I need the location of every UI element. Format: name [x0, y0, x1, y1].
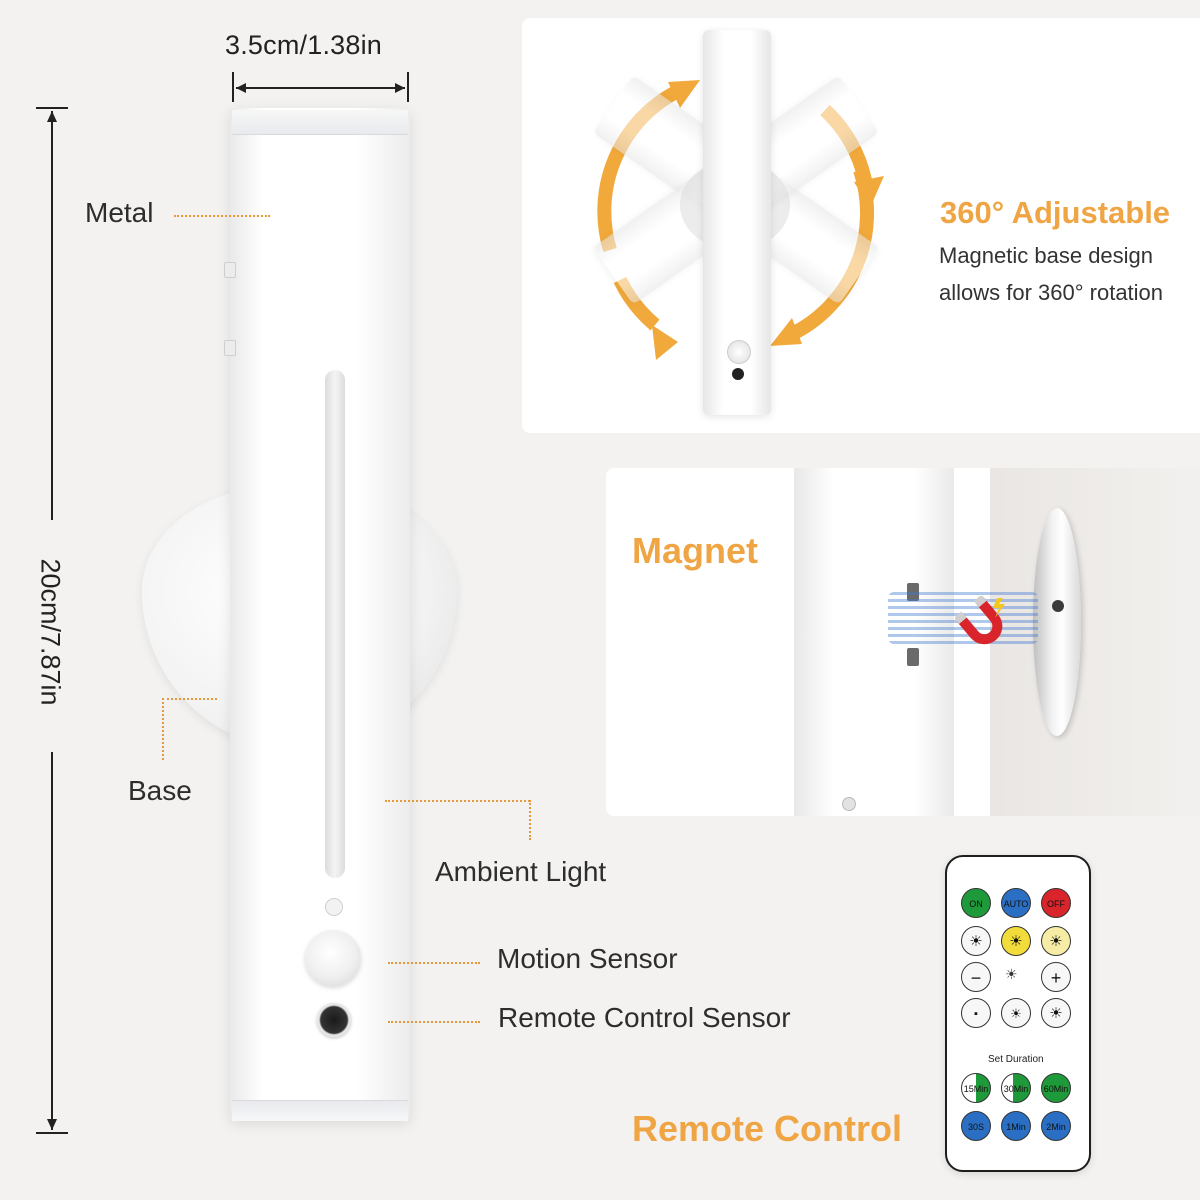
remote-1min-button[interactable]: 1Min	[1001, 1111, 1031, 1141]
side-button	[224, 340, 236, 356]
callout-leader-line	[529, 800, 531, 840]
remote-auto-button[interactable]: AUTO	[1001, 888, 1031, 918]
remote-30min-button[interactable]: 30Min	[1001, 1073, 1031, 1103]
callout-leader-line	[388, 962, 480, 964]
remote-60min-button[interactable]: 60Min	[1041, 1073, 1071, 1103]
upright-lamp-sensor	[727, 340, 751, 364]
remote-control-sensor-lens	[317, 1003, 351, 1037]
callout-leader-line	[385, 800, 530, 802]
magnet-peg	[907, 648, 919, 666]
indicator-dot	[325, 898, 343, 916]
callout-leader-line	[162, 698, 217, 700]
callout-motion-sensor: Motion Sensor	[497, 943, 678, 974]
rotation-desc-line2: allows for 360° rotation	[939, 280, 1164, 305]
remote-warm-light-button[interactable]: ☀	[1001, 926, 1031, 956]
remote-neutral-light-button[interactable]: ☀	[1041, 926, 1071, 956]
magnet-title: Magnet	[632, 530, 758, 571]
lamp-bottom-cap	[232, 1100, 408, 1121]
mount-screw-hole	[1052, 600, 1064, 612]
lamp-side-button	[842, 797, 856, 811]
remote-brightness-mid-button[interactable]: ☀	[1001, 998, 1031, 1028]
wall-surface	[990, 468, 1200, 816]
remote-2min-button[interactable]: 2Min	[1041, 1111, 1071, 1141]
remote-15min-button[interactable]: 15Min	[961, 1073, 991, 1103]
remote-control-title: Remote Control	[632, 1108, 902, 1149]
callout-base: Base	[128, 775, 192, 806]
remote-on-button[interactable]: ON	[961, 888, 991, 918]
lamp-top-cap	[232, 110, 408, 135]
ambient-light-strip	[325, 370, 345, 878]
callout-leader-line	[388, 1021, 480, 1023]
magnet-icon	[955, 596, 1005, 645]
remote-brightness-low-button[interactable]: ▪	[961, 998, 991, 1028]
rotation-desc-line1: Magnetic base design	[939, 243, 1154, 268]
height-dimension-label: 20cm/7.87in	[35, 558, 66, 706]
remote-off-button[interactable]: OFF	[1041, 888, 1071, 918]
callout-leader-line	[174, 215, 270, 217]
lamp-side-view	[794, 468, 954, 816]
callout-leader-line	[162, 698, 164, 760]
brightness-icon: ☀	[1005, 966, 1018, 982]
remote-30s-button[interactable]: 30S	[961, 1111, 991, 1141]
set-duration-label: Set Duration	[988, 1054, 1044, 1065]
remote-cool-light-button[interactable]: ☀	[961, 926, 991, 956]
remote-dim-button[interactable]: −	[961, 962, 991, 992]
upright-lamp-ir-sensor	[732, 368, 744, 380]
callout-metal: Metal	[85, 197, 154, 228]
side-button	[224, 262, 236, 278]
callout-ambient-light: Ambient Light	[435, 856, 607, 887]
motion-sensor-lens	[305, 930, 361, 986]
magnet-peg	[907, 583, 919, 601]
callout-remote-control-sensor: Remote Control Sensor	[498, 1002, 791, 1033]
remote-brighten-button[interactable]: +	[1041, 962, 1071, 992]
remote-brightness-high-button[interactable]: ☀	[1041, 998, 1071, 1028]
rotation-title: 360° Adjustable	[940, 195, 1171, 230]
wall-mount-disc	[1033, 508, 1081, 736]
width-dimension-label: 3.5cm/1.38in	[225, 30, 382, 60]
